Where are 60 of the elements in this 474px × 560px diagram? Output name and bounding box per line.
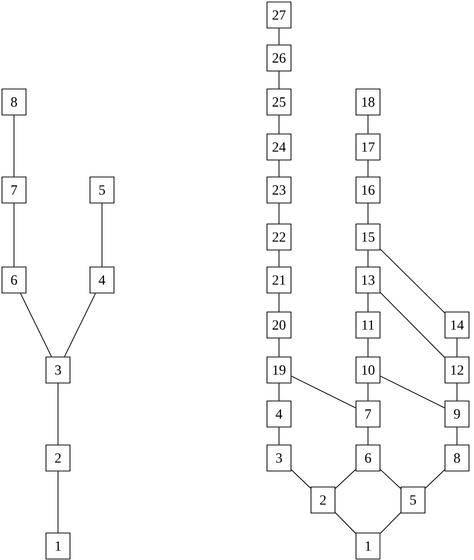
connector-line: [335, 469, 356, 489]
number-box: 4: [266, 400, 292, 428]
number-box: 1: [46, 532, 70, 560]
number-box: 7: [2, 176, 26, 204]
connector-line: [278, 203, 280, 224]
number-box: 8: [444, 444, 470, 472]
connector-line: [278, 160, 280, 178]
number-box: 2: [46, 444, 70, 472]
number-box: 22: [266, 224, 292, 250]
number-box: 17: [356, 134, 380, 160]
number-box: 5: [400, 486, 426, 514]
number-box: 27: [266, 2, 292, 28]
connector-line: [456, 427, 458, 445]
number-box: 25: [266, 88, 292, 116]
connector-line: [278, 383, 280, 401]
connector-line: [380, 292, 445, 358]
connector-line: [291, 376, 356, 408]
connector-line: [380, 469, 401, 489]
connector-line: [278, 427, 280, 445]
connector-line: [278, 250, 280, 267]
number-box: 16: [356, 176, 380, 204]
number-box: 11: [356, 312, 380, 338]
connector-line: [20, 293, 52, 357]
connector-line: [425, 469, 445, 489]
number-box: 1: [356, 532, 380, 560]
number-box: 23: [266, 176, 292, 204]
connector-line: [456, 383, 458, 401]
number-box: 9: [444, 400, 470, 428]
connector-line: [291, 469, 311, 489]
connector-line: [278, 338, 280, 357]
number-box: 7: [356, 400, 380, 428]
connector-line: [64, 293, 96, 357]
number-box: 3: [266, 444, 292, 472]
number-box: 10: [356, 356, 380, 384]
connector-line: [335, 512, 356, 534]
connector-line: [380, 376, 445, 408]
number-box: 8: [2, 88, 26, 116]
number-box: 15: [356, 224, 380, 250]
number-box: 26: [266, 44, 292, 72]
number-box: 13: [356, 266, 380, 294]
number-box: 20: [266, 312, 292, 338]
number-box: 18: [356, 88, 380, 116]
number-box: 6: [356, 444, 380, 472]
connector-line: [278, 293, 280, 312]
connector-line: [278, 28, 280, 45]
number-box: 19: [266, 356, 292, 384]
connector-line: [380, 248, 445, 314]
number-box: 12: [444, 356, 470, 384]
number-box: 3: [46, 356, 70, 384]
number-box: 5: [90, 176, 114, 204]
connector-line: [278, 71, 280, 89]
connector-line: [456, 338, 458, 357]
connector-line: [380, 512, 401, 534]
number-box: 24: [266, 134, 292, 160]
number-box: 6: [2, 266, 26, 294]
number-box: 21: [266, 266, 292, 294]
number-box: 4: [90, 266, 114, 294]
number-box: 14: [444, 312, 470, 338]
number-box: 2: [310, 486, 336, 514]
connector-line: [278, 115, 280, 134]
